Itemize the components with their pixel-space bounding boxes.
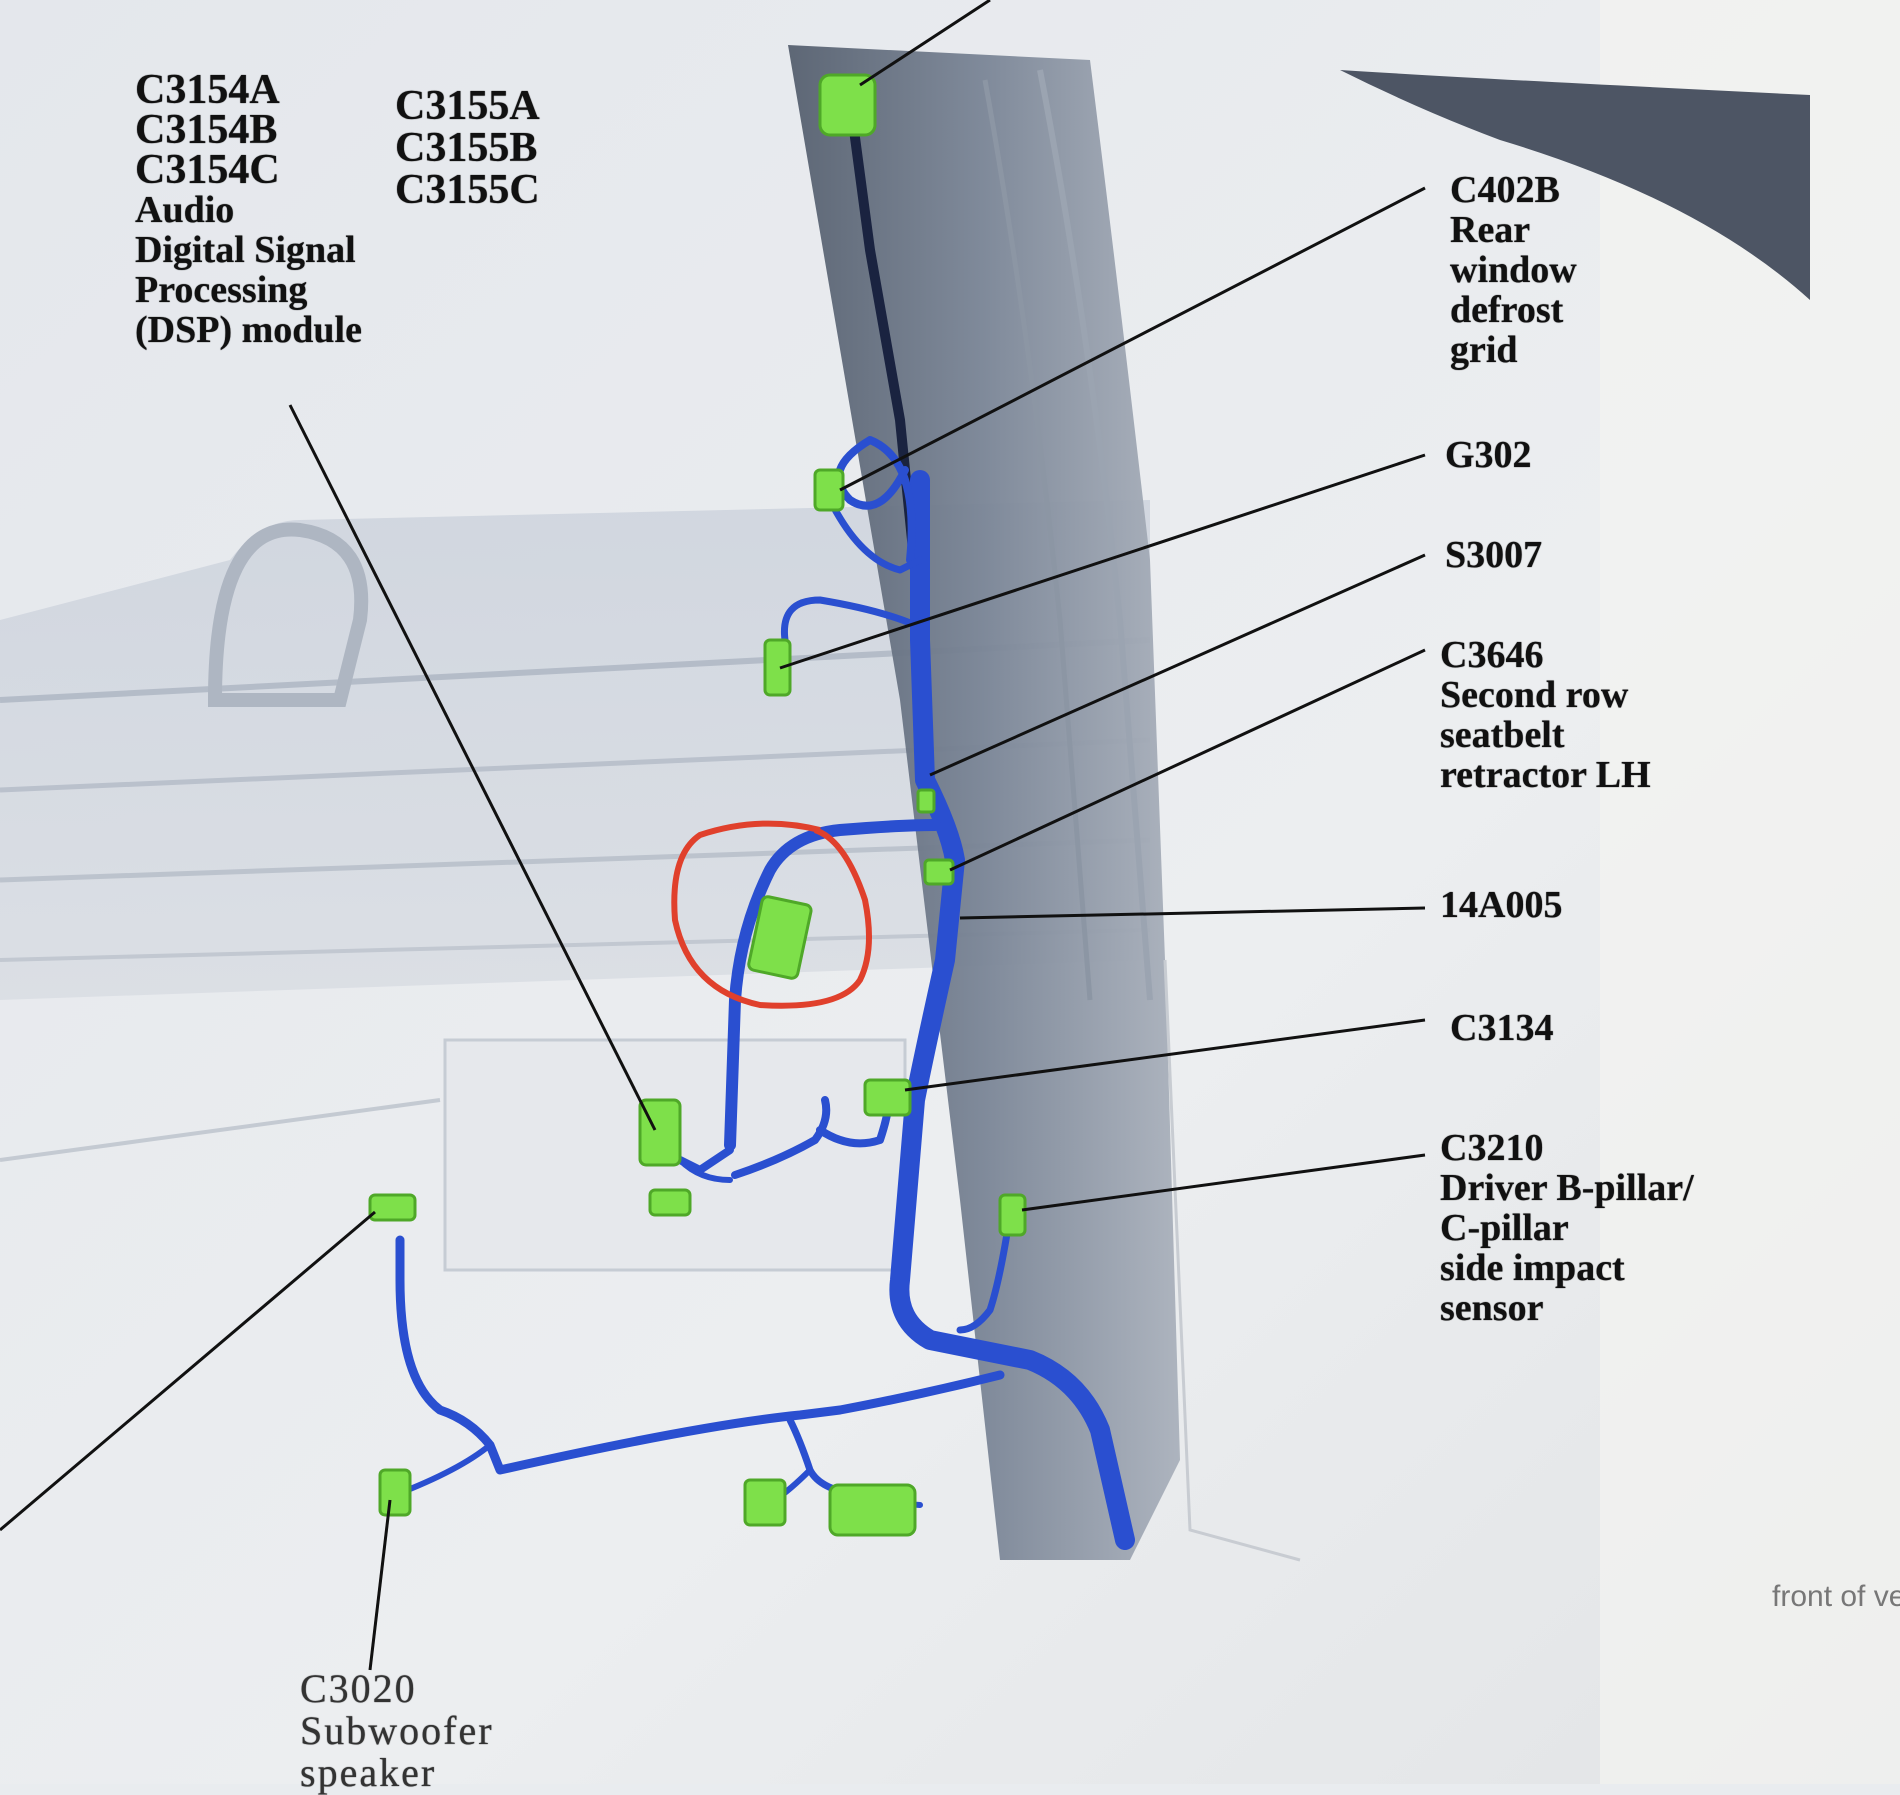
g302-label: G302 — [1445, 435, 1532, 475]
c402b-label: C402B Rear window defrost grid — [1450, 170, 1577, 370]
connector-c3134 — [863, 1078, 912, 1117]
background-glare — [1600, 0, 1900, 1784]
connector-left — [368, 1193, 417, 1222]
connector-top — [818, 73, 877, 137]
vehicle-body-panels — [0, 500, 1151, 1272]
c3646-label: C3646 Second row seatbelt retractor LH — [1440, 635, 1651, 795]
c402b-desc-4: grid — [1450, 329, 1518, 371]
connector-c3210 — [998, 1193, 1027, 1237]
leader-line-top — [859, 0, 991, 87]
connector-circled — [747, 895, 813, 980]
s3007-label: S3007 — [1445, 535, 1542, 575]
leader-lines — [0, 0, 1426, 1671]
connector-bottom-left — [743, 1478, 787, 1527]
dsp-code-a: C3154A — [135, 67, 280, 113]
connector-dsp-c3154 — [638, 1098, 682, 1167]
connector-c3020 — [378, 1468, 412, 1517]
c3646-desc-3: retractor LH — [1440, 754, 1651, 796]
connector-g302 — [763, 638, 792, 697]
dsp-module-label: C3154A C3154B C3154C Audio Digital Signa… — [135, 67, 362, 351]
leader-line-c3134 — [904, 1018, 1426, 1092]
c3210-desc-4: sensor — [1440, 1287, 1544, 1329]
c402b-desc-3: defrost — [1450, 289, 1564, 331]
c3020-desc-1: Subwoofer — [300, 1708, 494, 1753]
c3155-label: C3155A C3155B C3155C — [395, 85, 540, 211]
leader-line-s3007 — [929, 553, 1426, 777]
dsp-desc-line-4: (DSP) module — [135, 309, 362, 351]
leader-line-g302 — [779, 453, 1426, 670]
harness-main-trunk — [889, 470, 1135, 1550]
leader-line-c3020 — [368, 1499, 392, 1671]
connector-dsp-c3155 — [648, 1188, 692, 1217]
c402b-desc-2: window — [1450, 249, 1577, 291]
connector-c3646 — [923, 858, 955, 886]
harness-14a005-label: 14A005 — [1440, 885, 1562, 925]
leader-line-c402b — [839, 186, 1426, 492]
dsp-code-b: C3154B — [135, 107, 278, 153]
c3210-code: C3210 — [1440, 1127, 1544, 1169]
connectors — [368, 73, 1027, 1537]
c3210-desc-2: C-pillar — [1440, 1207, 1569, 1249]
dsp-desc-line-1: Audio — [135, 189, 235, 231]
leader-line-dsp — [288, 404, 657, 1131]
leader-line-c3646 — [949, 648, 1426, 872]
c3210-desc-1: Driver B-pillar/ — [1440, 1167, 1694, 1209]
dsp-desc-line-2: Digital Signal — [135, 229, 356, 271]
annotation-circle — [671, 820, 872, 1009]
connector-bottom-right — [828, 1483, 917, 1537]
c3155-code-a: C3155A — [395, 83, 540, 129]
harness-code: 14A005 — [1440, 884, 1563, 926]
leader-line-14a005 — [959, 906, 1426, 920]
c402b-desc-1: Rear — [1450, 209, 1531, 251]
c3020-desc-2: speaker — [300, 1750, 437, 1795]
c3134-code: C3134 — [1450, 1007, 1554, 1049]
s3007-code: S3007 — [1445, 534, 1543, 576]
front-of-vehicle-note: front of ve — [1772, 1580, 1900, 1613]
pillar-panel — [788, 45, 1301, 1562]
c3210-desc-3: side impact — [1440, 1247, 1625, 1289]
c3134-label: C3134 — [1450, 1008, 1553, 1048]
connector-s3007 — [916, 788, 936, 814]
connector-c402b — [813, 468, 845, 512]
c3020-code: C3020 — [300, 1666, 417, 1711]
c3155-code-c: C3155C — [395, 167, 540, 213]
leader-line-c3210 — [1021, 1153, 1426, 1212]
leader-line-left — [0, 1210, 376, 1532]
body-corner-shadow — [1340, 70, 1810, 300]
c3155-code-b: C3155B — [395, 125, 538, 171]
c3020-label: C3020 Subwoofer speaker — [300, 1668, 494, 1794]
dsp-code-c: C3154C — [135, 147, 280, 193]
dsp-desc-line-3: Processing — [135, 269, 308, 311]
g302-code: G302 — [1445, 434, 1532, 476]
c3646-desc-1: Second row — [1440, 674, 1629, 716]
c402b-code: C402B — [1450, 169, 1560, 211]
c3646-desc-2: seatbelt — [1440, 714, 1565, 756]
c3646-code: C3646 — [1440, 634, 1544, 676]
c3210-label: C3210 Driver B-pillar/ C-pillar side imp… — [1440, 1128, 1694, 1328]
